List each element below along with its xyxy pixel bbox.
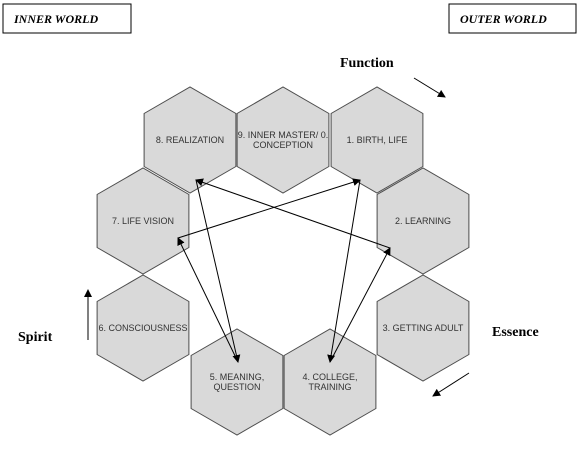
stage-hexagon xyxy=(96,274,190,382)
stage-realization: 8. REALIZATION xyxy=(143,86,237,194)
stage-label: 4. COLLEGE, xyxy=(302,372,357,382)
stage-hexagon xyxy=(330,86,424,194)
stage-life-vision: 7. LIFE VISION xyxy=(96,167,190,275)
stage-label: 1. BIRTH, LIFE xyxy=(347,135,408,145)
stage-getting-adult: 3. GETTING ADULT xyxy=(376,274,470,382)
stage-label: 6. CONSCIOUSNESS xyxy=(98,323,187,333)
stage-label: CONCEPTION xyxy=(253,140,313,150)
outer-world-box: OUTER WORLD xyxy=(448,3,577,34)
spirit-label: Spirit xyxy=(18,330,53,345)
function-label: Function xyxy=(340,56,394,71)
stage-meaning-question: 5. MEANING,QUESTION xyxy=(190,328,284,436)
stage-hexagon xyxy=(96,167,190,275)
connection-arrow-realization-to-meaning-question xyxy=(195,179,241,363)
stage-hexagon xyxy=(190,328,284,436)
essence-label: Essence xyxy=(492,325,539,340)
stage-birth-life: 1. BIRTH, LIFE xyxy=(330,86,424,194)
stage-label: 8. REALIZATION xyxy=(156,135,224,145)
stage-hexagon xyxy=(283,328,377,436)
stage-hexagon xyxy=(236,86,330,194)
stage-hexagon xyxy=(143,86,237,194)
stage-hexagon xyxy=(376,167,470,275)
connection-arrow-meaning-question-to-life-vision xyxy=(177,237,239,363)
stage-label: 2. LEARNING xyxy=(395,216,451,226)
stage-consciousness: 6. CONSCIOUSNESS xyxy=(96,274,190,382)
stage-label: 7. LIFE VISION xyxy=(112,216,174,226)
stage-inner-master: 9. INNER MASTER/ 0.CONCEPTION xyxy=(236,86,330,194)
stage-hexagon xyxy=(376,274,470,382)
stage-label: 9. INNER MASTER/ 0. xyxy=(238,130,329,140)
stage-learning: 2. LEARNING xyxy=(376,167,470,275)
stage-label: 5. MEANING, xyxy=(210,372,265,382)
connection-arrow-learning-to-realization xyxy=(195,178,391,249)
stage-label: 3. GETTING ADULT xyxy=(383,323,464,333)
outer-world-label: OUTER WORLD xyxy=(460,12,547,26)
stage-label: QUESTION xyxy=(213,382,260,392)
function-direction-arrow xyxy=(413,77,446,98)
essence-direction-arrow xyxy=(432,372,470,397)
connection-arrow-birth-life-to-college-training xyxy=(327,179,361,363)
inner-world-label: INNER WORLD xyxy=(13,12,98,26)
stage-college-training: 4. COLLEGE,TRAINING xyxy=(283,328,377,436)
inner-world-box: INNER WORLD xyxy=(2,3,132,34)
stage-label: TRAINING xyxy=(308,382,351,392)
connection-arrow-college-training-to-learning xyxy=(329,247,391,363)
connection-arrow-life-vision-to-birth-life xyxy=(177,178,361,239)
